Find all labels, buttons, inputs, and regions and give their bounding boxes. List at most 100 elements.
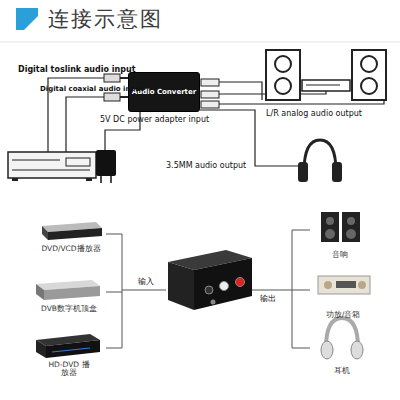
rca-jack-white [220, 282, 229, 291]
title-icon [16, 8, 38, 30]
output-wire [292, 290, 310, 291]
input-wire [106, 292, 122, 293]
converter-side [168, 262, 194, 310]
title-rule [0, 42, 400, 43]
player-body [8, 152, 96, 178]
amp-display [336, 281, 356, 288]
amp-body [318, 276, 370, 294]
box-front [44, 286, 100, 300]
player-side [36, 340, 46, 358]
input-wire [106, 234, 122, 235]
speaker-cabinet [266, 50, 300, 100]
plug-tip [120, 96, 128, 98]
amp-knob [358, 281, 366, 289]
speaker-left [266, 50, 300, 100]
rca-plug [201, 101, 219, 108]
icon-corner [24, 16, 38, 30]
input-wire [106, 348, 122, 349]
amp-knob [324, 281, 332, 289]
speaker-cone [275, 78, 291, 94]
toslink-plug [104, 74, 120, 82]
node-text: 耳机 [334, 367, 350, 376]
node-text: DVB数字机顶盒 [41, 305, 97, 314]
dvb-set-top-box [36, 280, 100, 300]
icon-square [16, 8, 38, 30]
headphone-set [321, 318, 363, 359]
earcup [298, 162, 308, 182]
output-wire [292, 230, 310, 231]
output-device: 音响 [310, 208, 370, 260]
converter-front [194, 258, 252, 310]
jack [211, 300, 216, 305]
player-foot [12, 178, 18, 181]
flow-label: 输出 [260, 295, 276, 303]
port-label: 3.5MM audio output [166, 162, 246, 170]
adapter-prong [100, 176, 102, 183]
source-device: HD-DVD 播放器 [36, 330, 102, 378]
player-display [66, 158, 90, 166]
node-text: DVD/VCD播放器 [41, 245, 100, 254]
speaker-right [352, 50, 386, 100]
output-device: 耳机 [314, 316, 370, 376]
output-bracket [292, 230, 293, 348]
output-wire [292, 348, 310, 349]
player-foot [86, 178, 92, 181]
amplifier-trim [306, 85, 340, 86]
node-text: HD-DVD 播放器 [48, 361, 90, 378]
speaker-cone [326, 217, 334, 225]
source-player [8, 152, 96, 181]
jack [205, 286, 213, 294]
output-trunk [252, 290, 292, 291]
amplifier-unit [318, 276, 370, 294]
speaker-cone [361, 78, 377, 94]
source-device: DVD/VCD播放器 [35, 218, 107, 254]
node-text: 音响 [332, 251, 348, 260]
port-label: Digital toslink audio input [18, 66, 136, 74]
speaker-cabinet [352, 50, 386, 100]
speaker-cone [361, 56, 377, 72]
speaker-cone [346, 229, 356, 239]
dvd-vcd-player [42, 222, 102, 240]
left-wire [219, 82, 262, 100]
earcup [321, 341, 333, 359]
power-adapter [96, 150, 116, 176]
port-label: L/R analog audio output [266, 110, 362, 118]
speaker-cone [347, 217, 355, 225]
output-device: 功放/音箱 [310, 270, 376, 320]
rca-plug [201, 91, 219, 98]
plug-tip [120, 77, 128, 79]
coaxial-plug [104, 93, 120, 101]
player-light [52, 348, 90, 352]
converter-unit [168, 250, 252, 310]
speaker-cabinet [342, 212, 360, 242]
headphones [298, 140, 342, 182]
port-label: Digital coaxial audio input [40, 86, 144, 93]
speaker-cone [275, 56, 291, 72]
source-device: DVB数字机顶盒 [30, 278, 108, 314]
speaker-pair [321, 212, 360, 242]
flow-label: 输入 [138, 278, 154, 286]
rca-plug [201, 79, 219, 86]
adapter-prong [110, 176, 112, 183]
headband [304, 140, 336, 172]
hd-dvd-player [36, 334, 100, 358]
player-front [46, 340, 100, 358]
earcup [332, 162, 342, 182]
player-front [48, 228, 102, 240]
player-slot [12, 160, 60, 161]
player-trim [12, 170, 90, 171]
node-text: 功放/音箱 [326, 311, 361, 320]
player-side [42, 226, 48, 240]
rca-jack-red [236, 278, 245, 287]
port-label: 5V DC power adapter input [100, 116, 209, 124]
earcup [351, 341, 363, 359]
speaker-cone [325, 229, 335, 239]
speaker-cabinet [321, 212, 339, 242]
input-bracket [122, 234, 123, 348]
box-side [36, 284, 44, 300]
diagram-title: 连接示意图 [48, 9, 163, 30]
headphone-wire [200, 110, 298, 166]
input-trunk [122, 290, 166, 291]
